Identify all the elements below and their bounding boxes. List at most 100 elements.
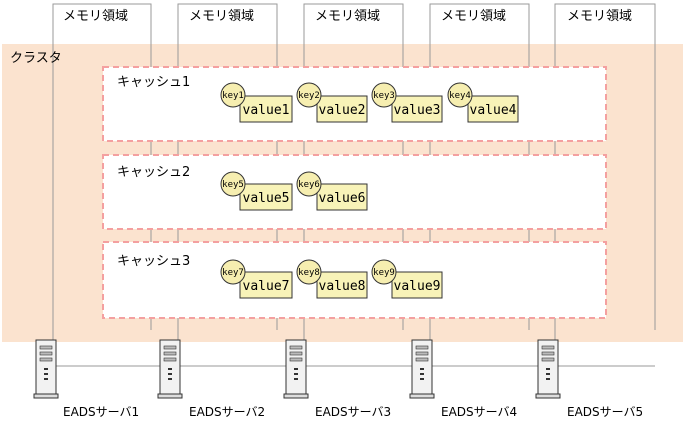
server-label-2: EADSサーバ2: [189, 405, 265, 419]
cache-1: キャッシュ1 value1 key1 value2 key2 value3 ke…: [102, 66, 607, 142]
memory-label-3: メモリ領域: [315, 8, 380, 24]
server-indicator: [44, 373, 48, 375]
server-4: [409, 339, 435, 399]
server-indicator: [420, 378, 424, 380]
server-drive-slot: [541, 351, 555, 356]
key-label: key4: [449, 91, 471, 101]
key-label: key7: [222, 268, 244, 278]
value-label: value1: [243, 103, 290, 118]
server-1: [33, 339, 59, 399]
value-label: value7: [243, 279, 290, 294]
entry-key8: value8 key8: [296, 259, 368, 299]
value-box: [239, 95, 293, 123]
server-drive-slot: [541, 345, 555, 350]
key-bubble: [371, 82, 397, 108]
server-drive-slot: [163, 345, 177, 350]
cluster-label: クラスタ: [10, 51, 62, 66]
cache-3-label: キャッシュ3: [117, 254, 190, 269]
server-drive-slot: [541, 357, 555, 362]
server-base: [33, 393, 59, 399]
key-label: key8: [298, 268, 320, 278]
value-box: [239, 271, 293, 299]
server-drive-slot: [163, 357, 177, 362]
entry-key5: value5 key5: [220, 171, 293, 211]
server-indicator: [168, 378, 172, 380]
server-indicator: [546, 378, 550, 380]
cache-2-label: キャッシュ2: [117, 165, 190, 180]
server-2: [157, 339, 183, 399]
entry-key7: value7 key7: [220, 259, 293, 299]
value-box: [316, 95, 368, 123]
value-label: value2: [319, 103, 366, 118]
server-indicator: [294, 378, 298, 380]
cache-2: キャッシュ2 value5 key5 value6 key6: [102, 154, 607, 230]
entry-key6: value6 key6: [296, 171, 368, 211]
server-indicator: [168, 368, 172, 370]
value-label: value8: [319, 279, 366, 294]
cache-1-label: キャッシュ1: [117, 75, 190, 90]
key-bubble: [220, 82, 246, 108]
value-label: value4: [470, 103, 517, 118]
server-base: [535, 393, 561, 399]
key-bubble: [371, 259, 397, 285]
value-label: value6: [319, 191, 366, 206]
servers: [33, 339, 561, 399]
server-indicator: [420, 368, 424, 370]
server-indicator: [420, 373, 424, 375]
value-box: [391, 95, 443, 123]
entry-key2: value2 key2: [296, 82, 368, 123]
value-box: [316, 271, 368, 299]
server-drive-slot: [39, 345, 53, 350]
value-box: [239, 183, 293, 211]
key-bubble: [220, 259, 246, 285]
key-label: key6: [298, 180, 320, 190]
server-drive-slot: [39, 351, 53, 356]
value-box: [391, 271, 443, 299]
key-bubble: [296, 259, 322, 285]
server-5: [535, 339, 561, 399]
memory-label-4: メモリ領域: [441, 8, 506, 24]
server-indicator: [168, 373, 172, 375]
key-bubble: [447, 82, 473, 108]
server-drive-slot: [289, 351, 303, 356]
value-label: value3: [394, 103, 441, 118]
value-label: value5: [243, 191, 290, 206]
entry-key9: value9 key9: [371, 259, 443, 299]
server-drive-slot: [415, 357, 429, 362]
server-indicator: [44, 378, 48, 380]
server-drive-slot: [415, 351, 429, 356]
memory-label-1: メモリ領域: [63, 8, 128, 24]
server-label-1: EADSサーバ1: [63, 405, 139, 419]
value-label: value9: [394, 279, 441, 294]
server-base: [157, 393, 183, 399]
server-drive-slot: [163, 351, 177, 356]
server-indicator: [294, 373, 298, 375]
entry-key3: value3 key3: [371, 82, 443, 123]
server-indicator: [546, 368, 550, 370]
server-label-4: EADSサーバ4: [441, 405, 517, 419]
server-labels: EADSサーバ1 EADSサーバ2 EADSサーバ3 EADSサーバ4 EADS…: [63, 405, 643, 419]
key-label: key9: [373, 268, 395, 278]
memory-region-labels: メモリ領域 メモリ領域 メモリ領域 メモリ領域 メモリ領域: [63, 8, 632, 24]
value-box: [467, 95, 519, 123]
key-label: key3: [373, 91, 395, 101]
cache-3: キャッシュ3 value7 key7 value8 key8 value9 ke…: [102, 241, 607, 319]
server-indicator: [44, 368, 48, 370]
key-bubble: [296, 82, 322, 108]
server-drive-slot: [415, 345, 429, 350]
server-drive-slot: [289, 345, 303, 350]
key-label: key2: [298, 91, 320, 101]
server-base: [283, 393, 309, 399]
key-label: key5: [222, 180, 244, 190]
key-label: key1: [222, 91, 244, 101]
server-base: [409, 393, 435, 399]
server-drive-slot: [289, 357, 303, 362]
server-indicator: [294, 368, 298, 370]
key-bubble: [220, 171, 246, 197]
server-3: [283, 339, 309, 399]
memory-label-5: メモリ領域: [567, 8, 632, 24]
key-bubble: [296, 171, 322, 197]
server-indicator: [546, 373, 550, 375]
